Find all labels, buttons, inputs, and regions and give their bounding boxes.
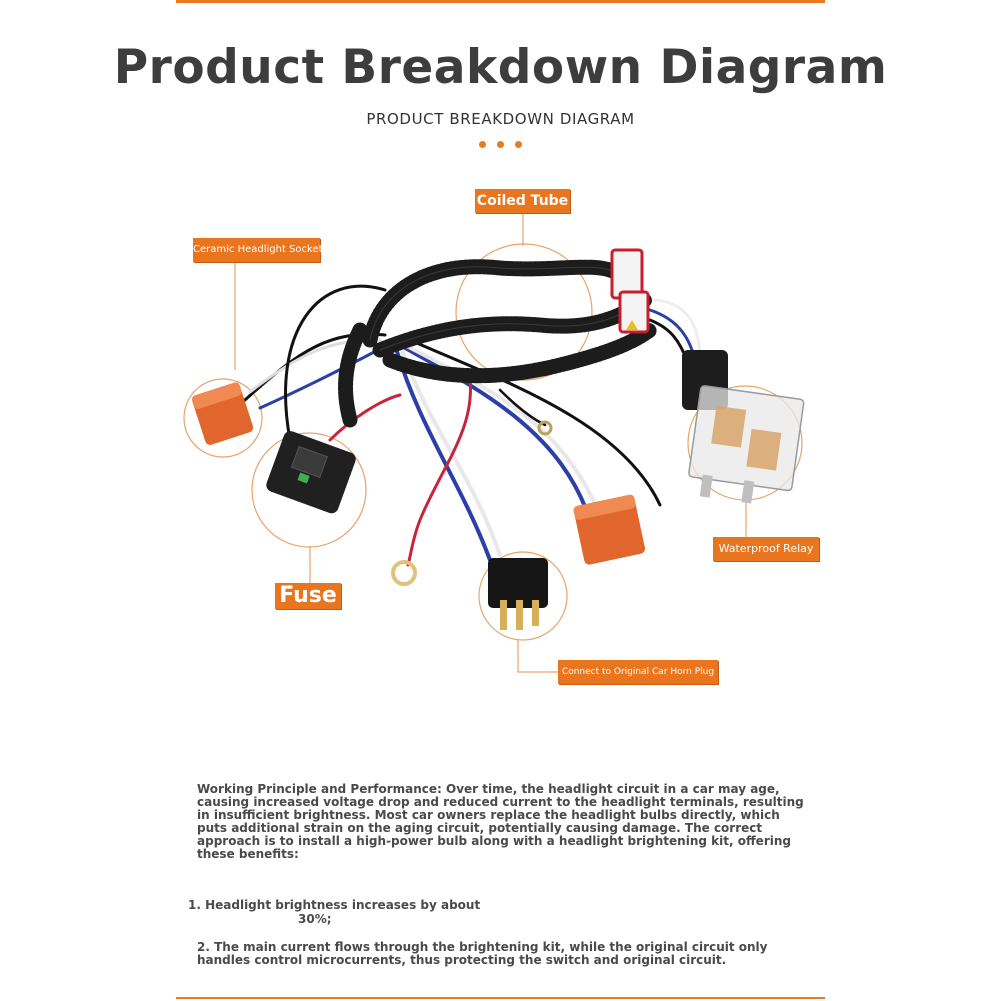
bottom-accent-rule bbox=[176, 997, 825, 999]
ceramic-socket-label: Ceramic Headlight Socket bbox=[193, 238, 323, 262]
coiled-tube-label: Coiled Tube bbox=[475, 189, 570, 213]
top-accent-rule bbox=[176, 0, 825, 3]
benefit-1-text: 1. Headlight brightness increases by abo… bbox=[188, 898, 481, 912]
page-title: Product Breakdown Diagram bbox=[113, 40, 888, 95]
benefit-2-text: 2. The main current flows through the br… bbox=[197, 940, 768, 967]
horn-plug-label: Connect to Original Car Horn Plug bbox=[558, 660, 718, 684]
dot-icon bbox=[497, 141, 504, 148]
working-principle-paragraph: Working Principle and Performance: Over … bbox=[197, 782, 804, 861]
waterproof-relay-label: Waterproof Relay bbox=[713, 537, 819, 561]
fuse-label: Fuse bbox=[275, 583, 341, 609]
benefit-1-value: 30%; bbox=[298, 912, 332, 926]
page-subtitle: PRODUCT BREAKDOWN DIAGRAM bbox=[366, 110, 635, 128]
dot-icon bbox=[515, 141, 522, 148]
dot-icon bbox=[479, 141, 486, 148]
decorative-dots bbox=[476, 141, 526, 151]
